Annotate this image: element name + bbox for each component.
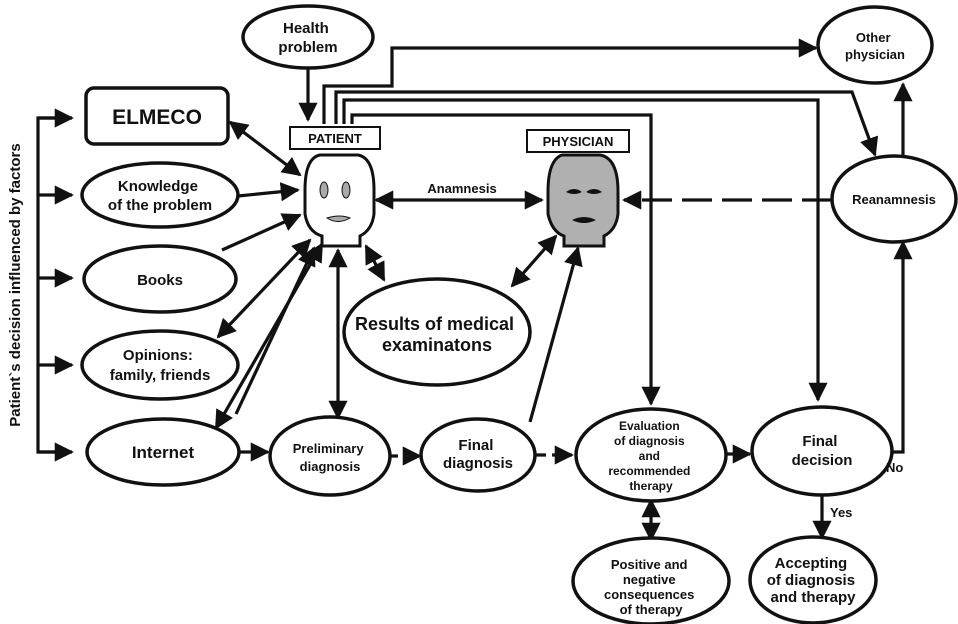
node-evaluation — [574, 407, 728, 503]
anamnesis-label: Anamnesis — [427, 181, 496, 196]
books-text: Books — [137, 272, 183, 289]
nodes — [80, 4, 958, 624]
edge-knowledge-patient — [237, 182, 300, 202]
patient-label-box — [289, 126, 381, 150]
patient-label: PATIENT — [308, 131, 362, 146]
edge-internet-patient-2 — [234, 246, 316, 415]
node-preliminary — [268, 415, 392, 497]
other-physician-text: Other physician — [845, 30, 905, 62]
node-final-decision — [750, 405, 894, 497]
edge-patient-decision — [342, 98, 828, 402]
no-label: No — [886, 460, 903, 475]
physician-label-box — [526, 129, 630, 153]
role-labels: PATIENT PHYSICIAN — [289, 126, 630, 153]
yes-label: Yes — [830, 505, 852, 520]
node-internet — [85, 417, 241, 487]
node-knowledge — [80, 161, 240, 229]
factors-side-label: Patient`s decision influenced by factors — [7, 143, 24, 426]
edge-patient-reanamnesis — [334, 90, 879, 157]
edge-patient-other-physician — [322, 38, 818, 124]
opinions-text: Opinions: family, friends — [110, 347, 211, 384]
node-other-physician — [816, 5, 934, 85]
knowledge-text: Knowledge of the problem — [108, 178, 212, 214]
edge-patient-results — [364, 244, 386, 282]
edge-final-physician — [528, 246, 583, 423]
node-results — [342, 277, 532, 387]
evaluation-text: Evaluation of diagnosis and recommended … — [608, 419, 693, 493]
node-health-problem — [241, 4, 375, 70]
edge-internet-patient — [214, 242, 324, 430]
edge-patient-evaluation — [350, 113, 661, 406]
internet-text: Internet — [132, 443, 195, 462]
edge-books-patient — [221, 213, 302, 252]
final-diagnosis-text: Final diagnosis — [443, 437, 513, 472]
node-final-diagnosis — [419, 417, 537, 493]
factors-bracket — [36, 116, 58, 454]
accepting-text: Accepting of diagnosis and therapy — [767, 555, 860, 606]
reanamnesis-text: Reanamnesis — [852, 192, 936, 207]
preliminary-text: Preliminary diagnosis — [293, 441, 367, 474]
edge-decision-reanamnesis — [892, 240, 913, 454]
connectors — [36, 38, 913, 542]
physician-head-icon — [546, 153, 620, 248]
node-elmeco — [84, 86, 230, 146]
health-problem-text: Health problem — [278, 20, 337, 56]
node-labels: Health problem ELMECO Knowledge of the p… — [7, 20, 936, 617]
consequences-text: Positive and negative consequences of th… — [604, 557, 698, 617]
edge-elmeco-patient — [228, 120, 302, 177]
elmeco-text: ELMECO — [112, 106, 202, 129]
node-consequences — [571, 536, 731, 624]
node-books — [82, 244, 238, 314]
final-decision-text: Final decision — [792, 433, 853, 469]
results-text: Results of medical examinatons — [355, 314, 519, 355]
patient-head-icon — [303, 153, 376, 248]
node-reanamnesis — [830, 154, 958, 244]
physician-label: PHYSICIAN — [543, 134, 614, 149]
node-accepting — [748, 535, 878, 624]
node-opinions — [80, 329, 240, 401]
edge-physician-results — [510, 234, 558, 288]
